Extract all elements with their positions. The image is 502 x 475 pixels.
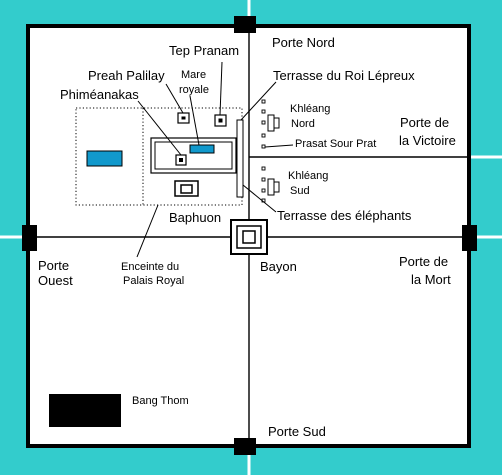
leader-terrasse-roi-lepreux <box>240 81 277 121</box>
label-enceinte-2: Palais Royal <box>123 275 184 287</box>
label-khleang-nord-2: Nord <box>291 118 315 130</box>
label-porte-nord: Porte Nord <box>272 35 335 50</box>
phimeanakas-core <box>179 158 183 162</box>
sour-prat-tower-3 <box>261 120 266 125</box>
label-porte-sud: Porte Sud <box>268 424 326 439</box>
prasat-sour-prat-towers[interactable] <box>261 99 266 203</box>
gate-south[interactable] <box>234 438 256 455</box>
mare-royale-pool <box>189 144 215 154</box>
label-bang-thom: Bang Thom <box>132 395 189 407</box>
baphuon-inner <box>180 184 193 194</box>
leader-preah-palilay <box>165 83 184 114</box>
leader-lines <box>136 61 294 258</box>
gate-west[interactable] <box>22 225 37 251</box>
label-mare-royale-2: royale <box>179 84 209 96</box>
preah-palilay-core <box>181 116 186 120</box>
gate-east[interactable] <box>462 225 477 251</box>
label-porte-victoire-1: Porte de <box>400 115 449 130</box>
label-tep-pranam: Tep Pranam <box>169 43 239 58</box>
gate-north[interactable] <box>234 16 256 33</box>
label-terrasse-elephants: Terrasse des éléphants <box>277 208 412 223</box>
label-khleang-nord-1: Khléang <box>290 103 330 115</box>
label-khleang-sud-1: Khléang <box>288 170 328 182</box>
khleang-nord-body <box>267 114 275 132</box>
label-porte-ouest-2: Ouest <box>38 273 73 288</box>
label-khleang-sud-2: Sud <box>290 185 310 197</box>
leader-tep-pranam <box>219 61 223 116</box>
label-bayon: Bayon <box>260 259 297 274</box>
sour-prat-tower-5 <box>261 144 266 149</box>
sour-prat-tower-7 <box>261 177 266 182</box>
royal-pool-large <box>86 150 123 167</box>
bang-thom-pool[interactable] <box>49 394 121 427</box>
sour-prat-tower-6 <box>261 166 266 171</box>
label-prasat-sour-prat: Prasat Sour Prat <box>295 138 376 150</box>
khleang-sud-body <box>267 178 275 196</box>
label-phimeanakas: Phiméanakas <box>60 87 139 102</box>
khleang-sud-building[interactable] <box>267 178 280 196</box>
bayon-core <box>242 230 256 244</box>
sour-prat-tower-4 <box>261 133 266 138</box>
leader-terrasse-elephants <box>242 184 277 213</box>
label-mare-royale-1: Mare <box>181 69 206 81</box>
terrasse-elephants[interactable] <box>236 119 244 198</box>
phimeanakas-enclosure[interactable] <box>150 137 237 174</box>
leader-enceinte <box>136 204 159 258</box>
khleang-nord-wing <box>273 117 280 129</box>
leader-phimeanakas <box>137 100 182 156</box>
label-terrasse-roi-lepreux: Terrasse du Roi Lépreux <box>273 68 415 83</box>
leader-mare-royale <box>189 95 200 146</box>
khleang-nord-building[interactable] <box>267 114 280 132</box>
phimeanakas-inner <box>154 141 233 170</box>
label-preah-palilay: Preah Palilay <box>88 68 165 83</box>
leader-prasat-sour-prat <box>264 144 294 148</box>
sour-prat-tower-1 <box>261 99 266 104</box>
tep-pranam-core <box>218 118 223 123</box>
sour-prat-tower-2 <box>261 109 266 114</box>
label-porte-mort-1: Porte de <box>399 254 448 269</box>
khleang-sud-wing <box>273 181 280 193</box>
label-baphuon: Baphuon <box>169 210 221 225</box>
label-porte-victoire-2: la Victoire <box>399 133 456 148</box>
label-enceinte-1: Enceinte du <box>121 261 179 273</box>
sour-prat-tower-8 <box>261 188 266 193</box>
label-porte-ouest-1: Porte <box>38 258 69 273</box>
label-porte-mort-2: la Mort <box>411 272 451 287</box>
